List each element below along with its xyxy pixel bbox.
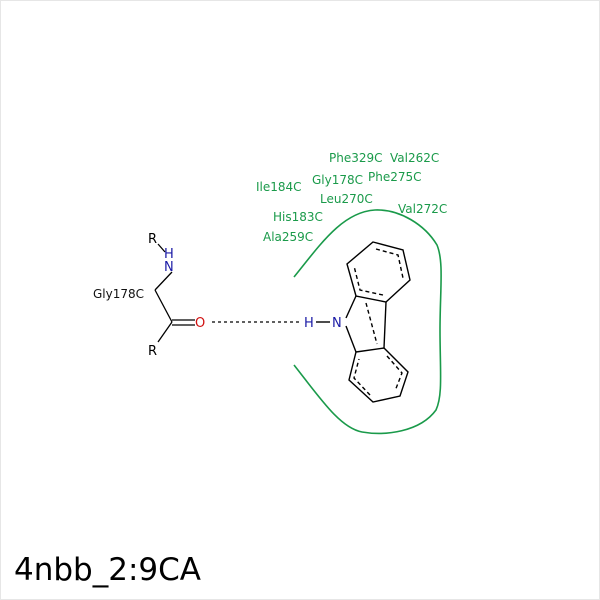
fragment-o-atom: O xyxy=(195,316,205,331)
ligand-n-atom: N xyxy=(332,316,342,331)
pocket-contour-upper xyxy=(293,209,442,435)
residue-label-his183: His183C xyxy=(273,210,323,224)
fragment-r-bottom: R xyxy=(148,344,157,359)
fragment-n-atom: N xyxy=(164,260,174,275)
fragment-residue-label: Gly178C xyxy=(93,287,144,301)
ligand-h-atom: H xyxy=(304,316,314,331)
residue-label-ala259: Ala259C xyxy=(263,230,313,244)
residue-label-ile184: Ile184C xyxy=(256,180,302,194)
residue-label-phe275: Phe275C xyxy=(368,170,422,184)
fragment-r-top: R xyxy=(148,232,157,247)
diagram-caption: 4nbb_2:9CA xyxy=(14,552,201,588)
residue-label-gly178: Gly178C xyxy=(312,173,363,187)
ligand-carbazole-bonds xyxy=(316,241,411,403)
residue-label-phe329: Phe329C xyxy=(329,151,383,165)
residue-label-val262: Val262C xyxy=(390,151,439,165)
residue-fragment-bonds xyxy=(154,243,195,343)
fragment-h-atom: H xyxy=(164,247,174,262)
residue-label-leu270: Leu270C xyxy=(320,192,373,206)
residue-label-val272: Val272C xyxy=(398,202,447,216)
